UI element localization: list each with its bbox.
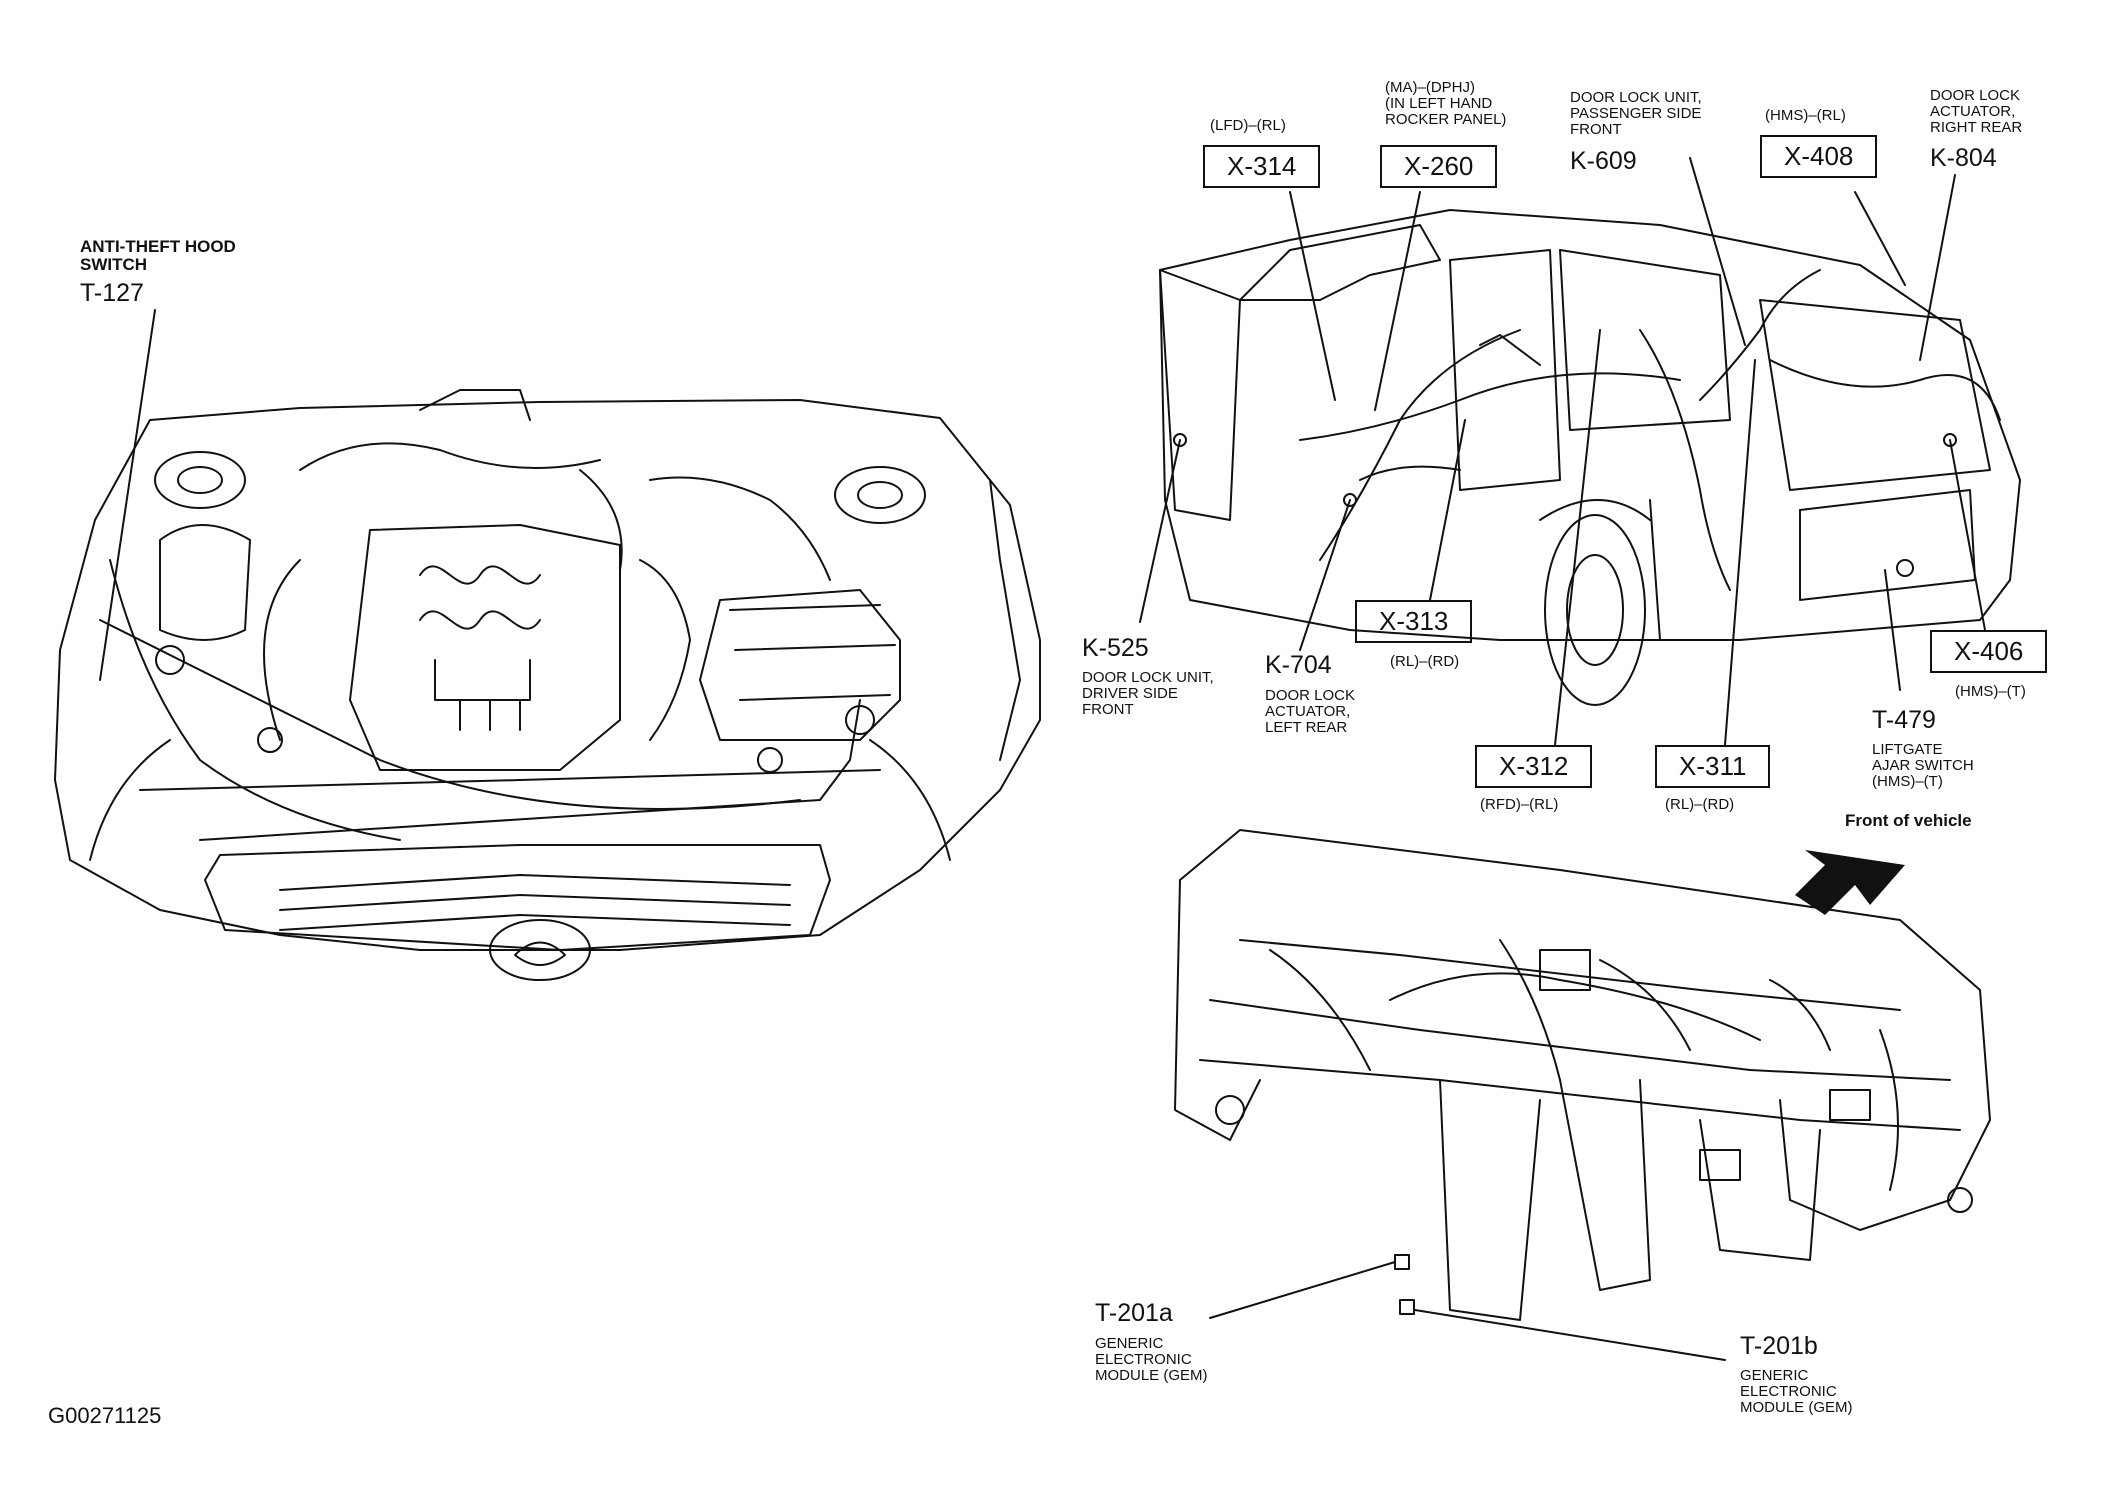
x406-box: X-406 [1930, 630, 2048, 674]
x312-box: X-312 [1475, 745, 1593, 789]
instrument-panel-drawing [1174, 829, 1991, 1321]
t201a-caption: GENERIC ELECTRONIC MODULE (GEM) [1095, 1335, 1208, 1384]
k609-caption: DOOR LOCK UNIT, PASSENGER SIDE FRONT [1570, 89, 1702, 138]
t479-code: T-479 [1872, 706, 1936, 734]
x312-note: (RFD)–(RL) [1480, 796, 1559, 813]
x260-note: (MA)–(DPHJ) (IN LEFT HAND ROCKER PANEL) [1385, 79, 1507, 128]
figure-id: G00271125 [48, 1403, 162, 1428]
t479-caption: LIFTGATE AJAR SWITCH (HMS)–(T) [1872, 741, 1974, 790]
k804-caption: DOOR LOCK ACTUATOR, RIGHT REAR [1930, 87, 2023, 136]
front-of-vehicle-label: Front of vehicle [1845, 811, 1972, 830]
x313-note: (RL)–(RD) [1390, 653, 1460, 670]
k609-code: K-609 [1570, 147, 1637, 175]
leader-lines [99, 157, 1986, 1361]
vehicle-rear-body-drawing [1159, 209, 2021, 706]
k704-caption: DOOR LOCK ACTUATOR, LEFT REAR [1265, 687, 1356, 736]
engine-compartment-drawing [54, 389, 1041, 981]
x408-note: (HMS)–(RL) [1765, 107, 1846, 124]
k525-code: K-525 [1082, 634, 1149, 662]
x408-box: X-408 [1760, 135, 1878, 179]
k704-code: K-704 [1265, 651, 1332, 679]
t201b-caption: GENERIC ELECTRONIC MODULE (GEM) [1740, 1367, 1853, 1416]
x314-box: X-314 [1203, 145, 1321, 189]
t201a-code: T-201a [1095, 1299, 1173, 1327]
x311-box: X-311 [1655, 745, 1771, 789]
x311-note: (RL)–(RD) [1665, 796, 1735, 813]
front-of-vehicle-arrow [1795, 850, 1905, 915]
x406-note: (HMS)–(T) [1955, 683, 2026, 700]
k804-code: K-804 [1930, 144, 1997, 172]
t127-code: T-127 [80, 279, 144, 307]
t127-caption: ANTI-THEFT HOOD SWITCH [80, 237, 236, 274]
x260-box: X-260 [1380, 145, 1498, 189]
t201b-code: T-201b [1740, 1332, 1818, 1360]
k525-caption: DOOR LOCK UNIT, DRIVER SIDE FRONT [1082, 669, 1214, 718]
x314-note: (LFD)–(RL) [1210, 117, 1286, 134]
x313-box: X-313 [1355, 600, 1473, 644]
